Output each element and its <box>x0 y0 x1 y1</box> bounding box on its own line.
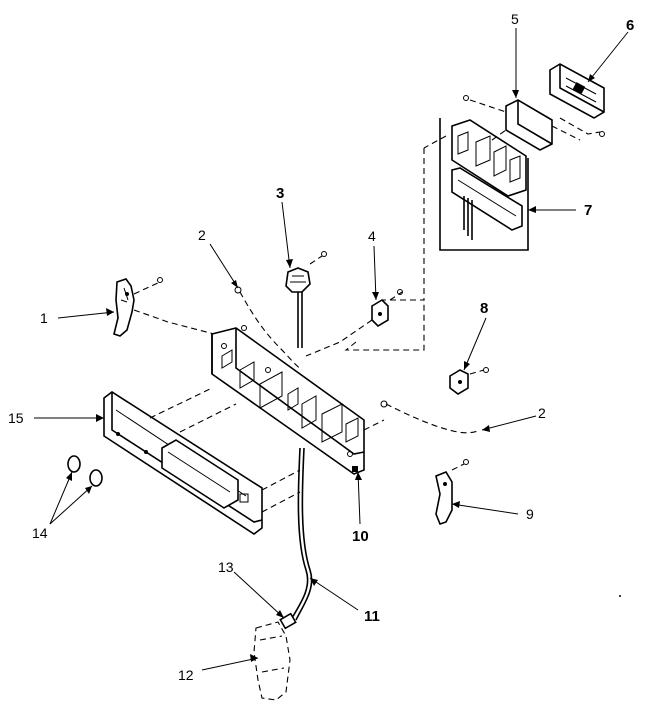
callout-2-right: 2 <box>538 405 546 421</box>
part-14-knobs <box>67 455 103 487</box>
leader-dash-3 <box>309 255 323 265</box>
callout-2-left: 2 <box>198 227 206 243</box>
part-13-connector <box>279 612 297 630</box>
leader-dash-15 <box>149 387 301 513</box>
leader-dash-8 <box>469 369 485 375</box>
callout-14: 14 <box>32 525 48 541</box>
callout-4: 4 <box>368 228 376 244</box>
callout-1: 1 <box>40 310 48 326</box>
part-5-plate <box>505 99 553 151</box>
leader-dash-1 <box>133 281 215 335</box>
part-3-switch <box>285 267 311 348</box>
routing-dash <box>344 135 447 351</box>
callout-5: 5 <box>511 11 519 27</box>
callout-8: 8 <box>480 300 488 317</box>
part-10-control-panel <box>211 327 365 475</box>
callout-12: 12 <box>178 667 194 683</box>
leader-dash-9 <box>451 463 465 471</box>
stray-mark <box>619 595 621 597</box>
part-12-cover <box>253 621 291 701</box>
part-2-wire-left <box>239 291 303 371</box>
callout-15: 15 <box>8 410 24 426</box>
callout-9: 9 <box>526 506 534 522</box>
leader-dash-4 <box>305 291 403 357</box>
part-7-control-board <box>439 118 529 251</box>
leader-dash-6 <box>559 117 601 135</box>
callout-6: 6 <box>626 17 634 34</box>
screws <box>157 251 489 465</box>
callout-3: 3 <box>276 185 284 202</box>
leader-dash-5 <box>469 99 581 141</box>
part-11-wire <box>291 447 309 619</box>
callout-7: 7 <box>584 202 592 219</box>
part-2-wire-right <box>385 403 481 434</box>
callout-labels: 1 2 3 4 5 6 7 8 2 9 10 11 13 12 14 15 <box>8 11 634 683</box>
part-9-end-cap <box>435 471 453 525</box>
callout-10: 10 <box>352 528 369 545</box>
part-6-housing <box>549 63 605 119</box>
part-1-end-cap <box>113 278 135 337</box>
callout-13: 13 <box>218 559 234 575</box>
callout-leaders <box>34 28 629 671</box>
part-4-switch <box>371 298 389 328</box>
part-8-switch <box>449 369 469 395</box>
callout-11: 11 <box>364 608 380 625</box>
part-15-front-panel <box>103 391 263 535</box>
